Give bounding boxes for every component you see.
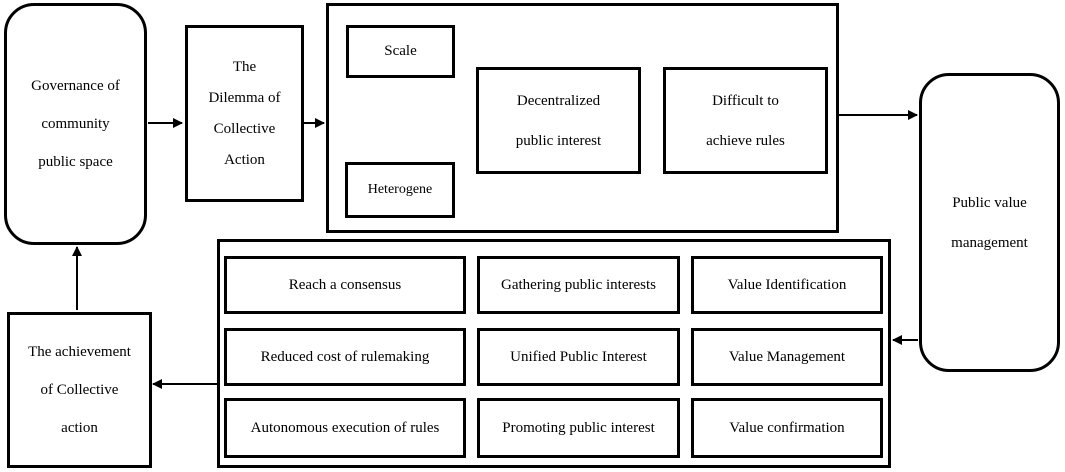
heterogene-node: Heterogene [345,162,455,218]
grid-reach-consensus: Reach a consensus [224,256,466,314]
decentralized-line-1: Decentralized [516,92,601,109]
achievement-line-3: action [61,420,98,436]
governance-line-3: public space [38,154,113,170]
grid-value-identification: Value Identification [691,256,883,314]
decentralized-line-2: public interest [515,132,602,149]
grid-value-confirmation-label: Value confirmation [729,419,845,436]
achievement-line-1: The achievement [28,344,131,360]
grid-gathering-interests-label: Gathering public interests [501,276,656,293]
grid-unified-interest: Unified Public Interest [477,328,680,386]
dilemma-line-2: Dilemma of [208,89,281,106]
decentralized-node: Decentralized public interest [476,67,641,174]
scale-node: Scale [346,25,455,78]
public-value-line-2: management [951,234,1028,251]
grid-promoting-interest: Promoting public interest [477,398,680,458]
difficult-node: Difficult to achieve rules [663,67,828,174]
grid-reach-consensus-label: Reach a consensus [288,276,402,293]
grid-reduced-cost: Reduced cost of rulemaking [224,328,466,386]
grid-value-management-label: Value Management [728,348,846,365]
achievement-node: The achievement of Collective action [7,312,152,468]
public-value-line-1: Public value [952,194,1027,211]
public-value-node: Public value management [919,73,1060,372]
grid-autonomous-execution-label: Autonomous execution of rules [250,419,440,436]
grid-value-confirmation: Value confirmation [691,398,883,458]
dilemma-line-1: The [232,58,257,75]
dilemma-line-4: Action [224,151,265,168]
grid-value-identification-label: Value Identification [727,276,847,293]
grid-promoting-interest-label: Promoting public interest [502,419,655,436]
dilemma-node: The Dilemma of Collective Action [185,25,304,202]
governance-line-2: community [41,116,110,132]
grid-value-management: Value Management [691,328,883,386]
dilemma-line-3: Collective [213,120,276,137]
heterogene-label: Heterogene [367,182,433,197]
achievement-line-2: of Collective [40,382,119,398]
governance-line-1: Governance of [31,78,120,94]
grid-gathering-interests: Gathering public interests [477,256,680,314]
grid-unified-interest-label: Unified Public Interest [510,348,647,365]
scale-label: Scale [384,43,417,59]
grid-reduced-cost-label: Reduced cost of rulemaking [260,348,430,365]
difficult-line-1: Difficult to [712,92,779,109]
difficult-line-2: achieve rules [706,132,785,149]
grid-autonomous-execution: Autonomous execution of rules [224,398,466,458]
governance-node: Governance of community public space [4,3,147,245]
